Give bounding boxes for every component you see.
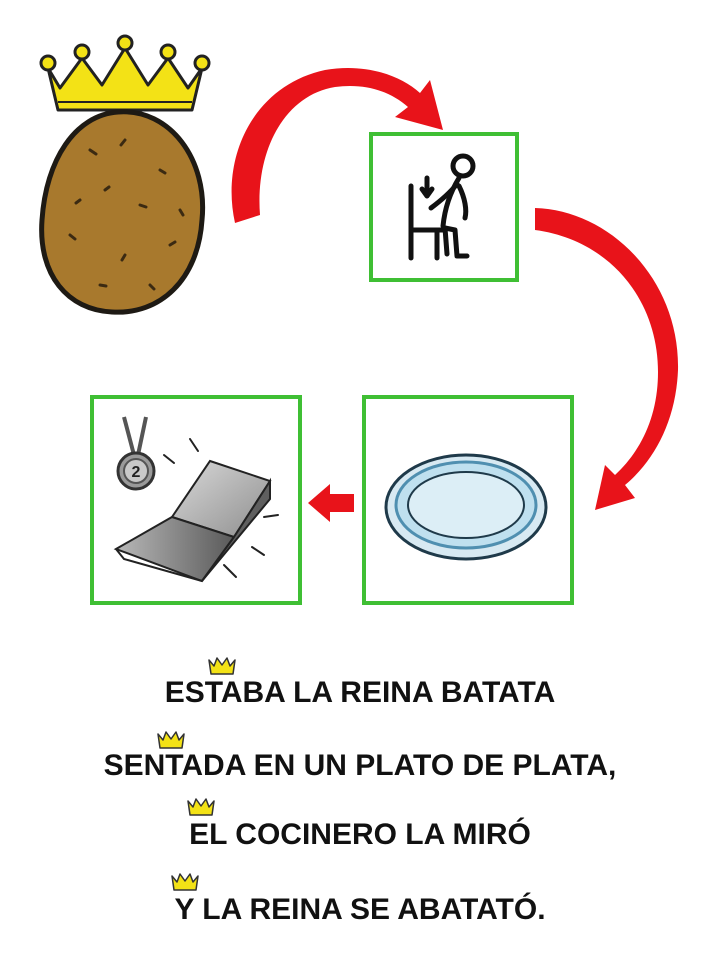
svg-text:2: 2: [132, 464, 141, 481]
poem-line-1: ESTABA LA REINA BATATA: [164, 676, 556, 709]
plate-icon: [384, 453, 548, 561]
curved-arrow-icon: [231, 67, 443, 223]
poem-line-3: EL COCINERO LA MIRÓ: [189, 818, 531, 851]
left-arrow-icon: [308, 484, 354, 522]
crown-icon: [171, 873, 199, 891]
queen-potato-picture: [39, 34, 211, 315]
crown-icon: [39, 34, 211, 112]
crown-icon: [208, 657, 236, 675]
card-plate: [362, 395, 574, 605]
card-silver: 2: [90, 395, 302, 605]
poem-line-4: Y LA REINA SE ABATATÓ.: [174, 893, 546, 926]
crown-icon: [187, 798, 215, 816]
poem-line-2: SENTADA EN UN PLATO DE PLATA,: [103, 749, 617, 782]
crown-icon: [157, 731, 185, 749]
silver-bar-icon: 2: [113, 416, 279, 583]
curved-arrow-icon: [535, 208, 679, 510]
potato-icon: [39, 109, 206, 315]
card-sit: [369, 132, 519, 282]
medal-icon: 2: [116, 416, 156, 491]
sitting-person-icon: [408, 153, 476, 261]
